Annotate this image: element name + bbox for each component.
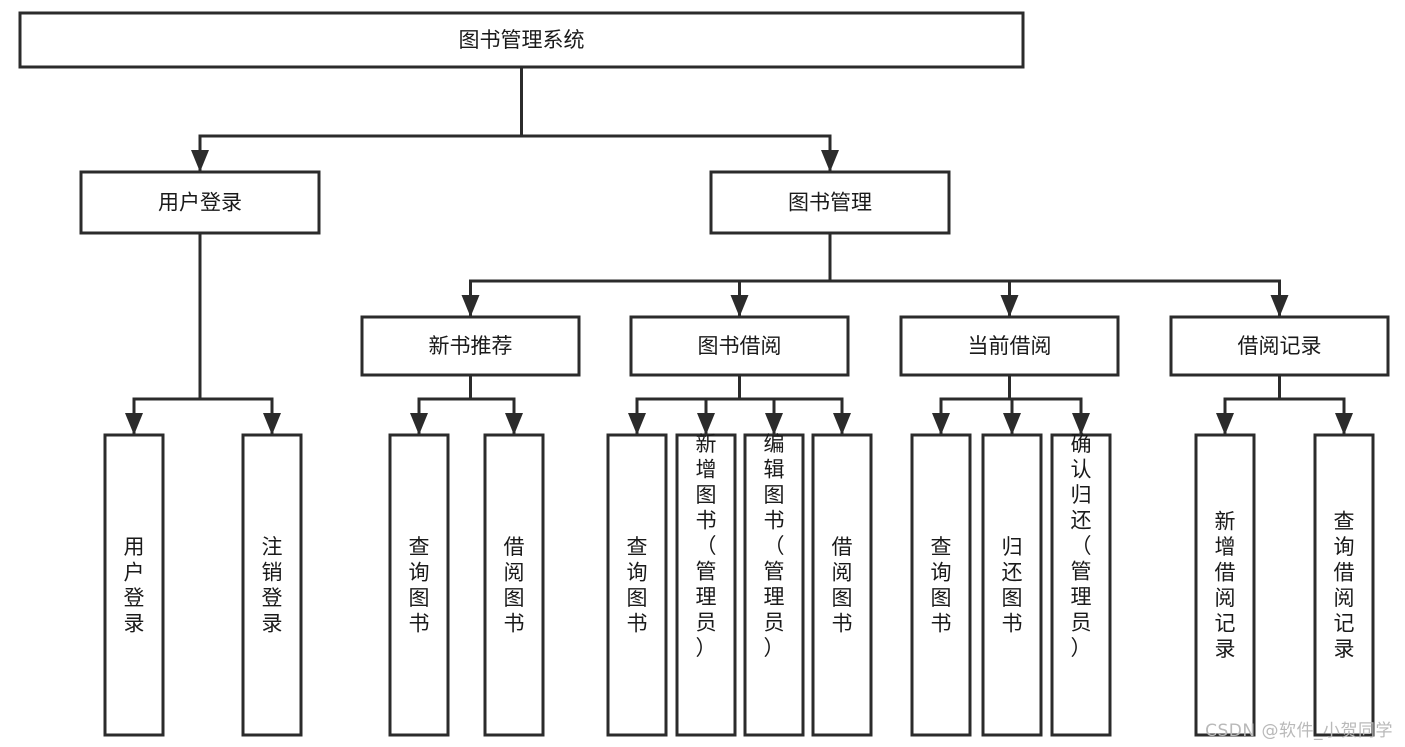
watermark-text: CSDN @软件_小贺同学 — [1205, 721, 1393, 741]
arrow-head-icon — [833, 413, 851, 435]
node-leaf-user-logout[interactable]: 注销登录 — [241, 433, 303, 737]
node-leaf-query-record[interactable]: 查询借阅记录 — [1313, 433, 1375, 737]
arrow-head-icon — [1270, 295, 1289, 317]
arrow-head-icon — [765, 413, 783, 435]
node-current-borrow[interactable]: 当前借阅 — [899, 315, 1120, 377]
node-label-leaf-query-book-rec: 查询图书 — [409, 535, 430, 636]
node-leaf-confirm-return[interactable]: 确认归还（管理员） — [1050, 432, 1112, 737]
node-box-leaf-add-record[interactable] — [1194, 433, 1256, 737]
node-root[interactable]: 图书管理系统 — [18, 11, 1025, 69]
node-label-leaf-query-book-borrow: 查询图书 — [627, 535, 648, 636]
arrow-head-icon — [1335, 413, 1353, 435]
node-box-leaf-user-logout[interactable] — [241, 433, 303, 737]
arrow-head-icon — [1216, 413, 1234, 435]
edge-group-user-login — [125, 231, 281, 437]
node-label-leaf-user-logout: 注销登录 — [262, 535, 283, 636]
edge-group-borrow-record — [1216, 373, 1353, 437]
node-leaf-query-book-cur[interactable]: 查询图书 — [910, 433, 972, 737]
node-leaf-edit-book[interactable]: 编辑图书（管理员） — [743, 432, 805, 737]
node-user-login[interactable]: 用户登录 — [79, 170, 321, 235]
node-box-leaf-edit-book[interactable] — [743, 433, 805, 737]
node-leaf-borrow-book[interactable]: 借阅图书 — [811, 433, 873, 737]
edge-group-book-manage — [461, 231, 1289, 319]
node-box-leaf-query-book-cur[interactable] — [910, 433, 972, 737]
node-box-user-login[interactable] — [79, 170, 321, 235]
node-label-new-book-rec: 新书推荐 — [429, 334, 513, 358]
node-label-leaf-query-record: 查询借阅记录 — [1334, 509, 1355, 661]
node-borrow-record[interactable]: 借阅记录 — [1169, 315, 1390, 377]
arrow-head-icon — [410, 413, 428, 435]
arrow-head-icon — [697, 413, 715, 435]
node-label-user-login: 用户登录 — [158, 191, 242, 215]
node-leaf-query-book-borrow[interactable]: 查询图书 — [606, 433, 668, 737]
node-label-borrow-record: 借阅记录 — [1238, 334, 1322, 358]
node-leaf-return-book[interactable]: 归还图书 — [981, 433, 1043, 737]
arrow-head-icon — [821, 150, 839, 172]
node-box-leaf-query-book-borrow[interactable] — [606, 433, 668, 737]
node-leaf-borrow-book-rec[interactable]: 借阅图书 — [483, 433, 545, 737]
node-box-new-book-rec[interactable] — [360, 315, 581, 377]
node-leaf-add-record[interactable]: 新增借阅记录 — [1194, 433, 1256, 737]
node-book-manage[interactable]: 图书管理 — [709, 170, 951, 235]
node-label-leaf-add-book: 新增图书（管理员） — [696, 432, 717, 660]
node-leaf-query-book-rec[interactable]: 查询图书 — [388, 433, 450, 737]
node-box-leaf-user-login[interactable] — [103, 433, 165, 737]
node-label-root: 图书管理系统 — [459, 28, 585, 52]
edge-group-root — [191, 65, 839, 174]
arrow-head-icon — [461, 295, 480, 317]
node-label-leaf-return-book: 归还图书 — [1002, 535, 1023, 636]
node-label-leaf-confirm-return: 确认归还（管理员） — [1071, 432, 1092, 660]
node-label-leaf-query-book-cur: 查询图书 — [931, 535, 952, 636]
node-label-current-borrow: 当前借阅 — [968, 334, 1052, 358]
node-label-leaf-add-record: 新增借阅记录 — [1215, 509, 1236, 661]
node-box-leaf-query-book-rec[interactable] — [388, 433, 450, 737]
node-box-book-manage[interactable] — [709, 170, 951, 235]
node-box-leaf-confirm-return[interactable] — [1050, 433, 1112, 737]
node-box-book-borrow[interactable] — [629, 315, 850, 377]
arrow-head-icon — [628, 413, 646, 435]
node-layer: 图书管理系统用户登录图书管理新书推荐图书借阅当前借阅借阅记录用户登录注销登录查询… — [18, 11, 1390, 737]
node-new-book-rec[interactable]: 新书推荐 — [360, 315, 581, 377]
node-box-leaf-borrow-book[interactable] — [811, 433, 873, 737]
edge-group-current-borrow — [932, 373, 1090, 437]
edge-group-new-book-rec — [410, 373, 523, 437]
node-box-borrow-record[interactable] — [1169, 315, 1390, 377]
arrow-head-icon — [932, 413, 950, 435]
node-box-leaf-add-book[interactable] — [675, 433, 737, 737]
arrow-head-icon — [125, 413, 143, 435]
connector-layer — [125, 65, 1353, 437]
arrow-head-icon — [1072, 413, 1090, 435]
node-box-leaf-return-book[interactable] — [981, 433, 1043, 737]
node-leaf-user-login[interactable]: 用户登录 — [103, 433, 165, 737]
node-label-book-manage: 图书管理 — [788, 191, 872, 215]
node-label-leaf-edit-book: 编辑图书（管理员） — [764, 432, 785, 660]
arrow-head-icon — [1000, 295, 1019, 317]
arrow-head-icon — [730, 295, 749, 317]
arrow-head-icon — [1003, 413, 1021, 435]
node-label-leaf-borrow-book-rec: 借阅图书 — [504, 535, 525, 636]
node-leaf-add-book[interactable]: 新增图书（管理员） — [675, 432, 737, 737]
node-book-borrow[interactable]: 图书借阅 — [629, 315, 850, 377]
node-label-book-borrow: 图书借阅 — [698, 334, 782, 358]
node-label-leaf-borrow-book: 借阅图书 — [832, 535, 853, 636]
node-box-root[interactable] — [18, 11, 1025, 69]
edge-group-book-borrow — [628, 373, 851, 437]
node-label-leaf-user-login: 用户登录 — [124, 535, 145, 636]
node-box-current-borrow[interactable] — [899, 315, 1120, 377]
arrow-head-icon — [263, 413, 281, 435]
arrow-head-icon — [505, 413, 523, 435]
node-box-leaf-query-record[interactable] — [1313, 433, 1375, 737]
arrow-head-icon — [191, 150, 209, 172]
node-box-leaf-borrow-book-rec[interactable] — [483, 433, 545, 737]
